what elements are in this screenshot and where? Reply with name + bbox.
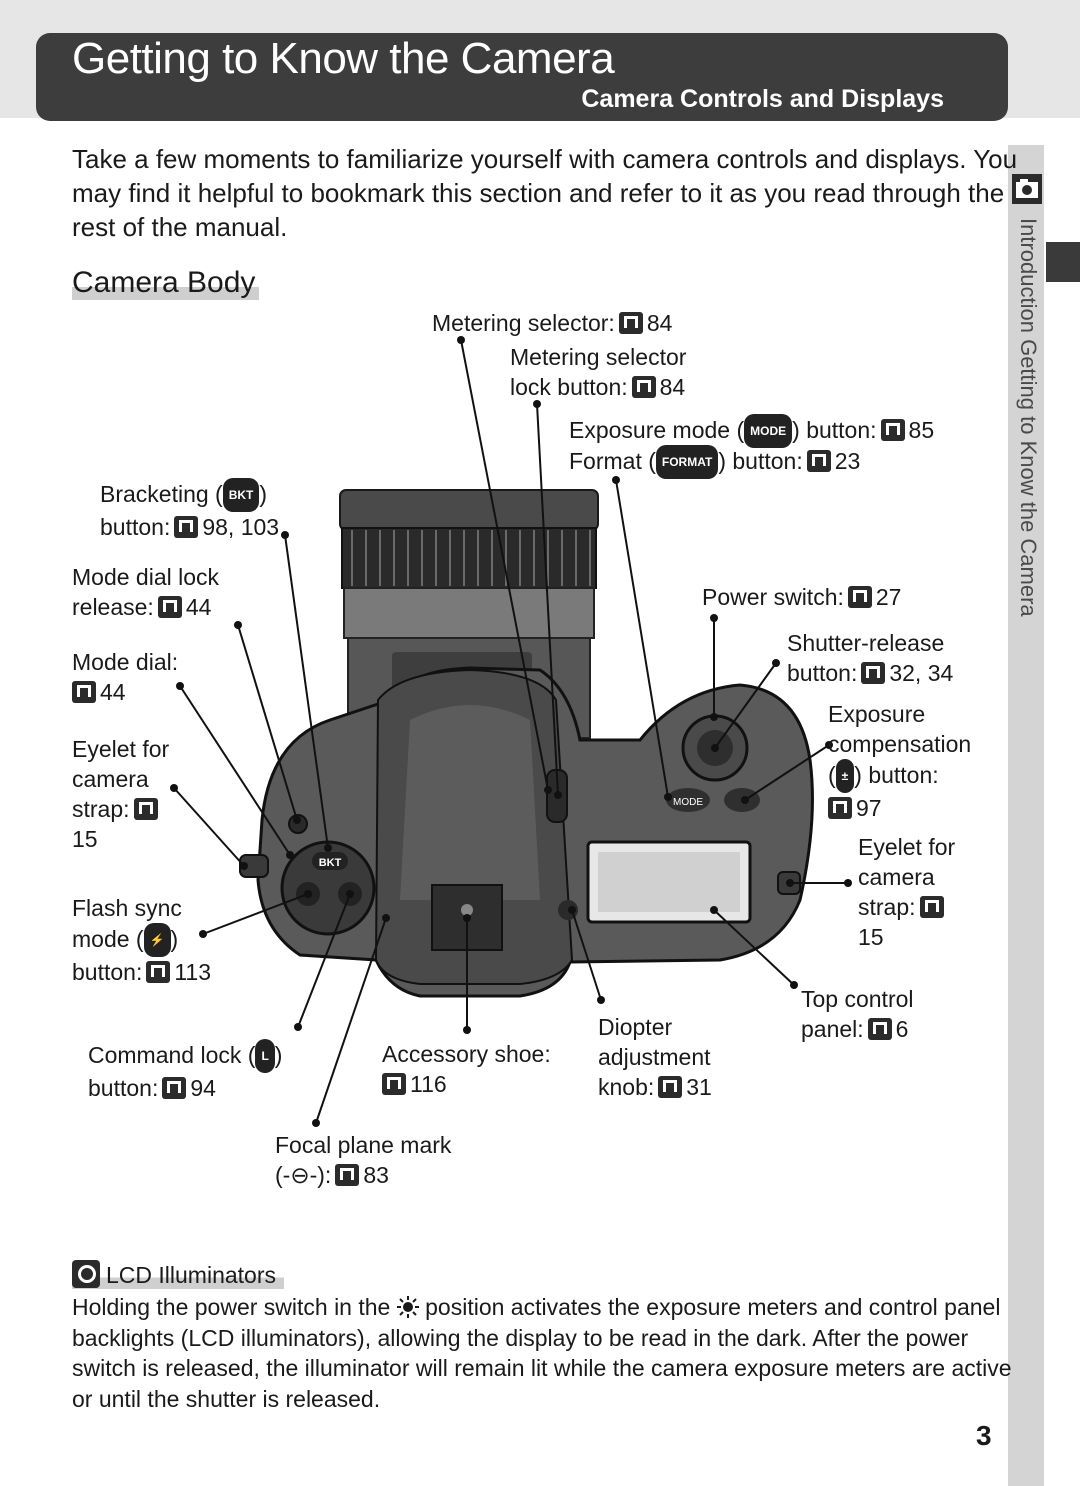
page-subtitle: Camera Controls and Displays bbox=[581, 85, 944, 113]
label-format: Format (FORMAT) button:23 bbox=[569, 445, 860, 479]
label-command-lock: Command lock (L) button:94 bbox=[88, 1039, 282, 1103]
format-badge: FORMAT bbox=[655, 445, 719, 479]
light-bulb-icon bbox=[396, 1296, 419, 1318]
label-mode-dial-lock: Mode dial lock release:44 bbox=[72, 564, 220, 620]
label-flash-sync: Flash sync mode (⚡) button:113 bbox=[72, 895, 212, 985]
label-eyelet-right: Eyelet for camera strap: 15 bbox=[858, 834, 956, 950]
tip-body: Holding the power switch in the position… bbox=[72, 1294, 1012, 1412]
label-metering-lock: Metering selector lock button:84 bbox=[510, 344, 687, 400]
page-ref-icon bbox=[828, 797, 852, 819]
page-ref-icon bbox=[618, 312, 643, 334]
label-diopter: Diopter adjustment knob:31 bbox=[598, 1014, 712, 1100]
title-bar bbox=[36, 33, 1008, 121]
side-strip bbox=[1008, 145, 1044, 1486]
page-ref-icon bbox=[631, 376, 656, 398]
mode-badge: MODE bbox=[744, 414, 793, 448]
label-shutter-release: Shutter-release button:32, 34 bbox=[787, 630, 954, 686]
page-ref-icon bbox=[335, 1164, 360, 1186]
chapter-tab bbox=[1046, 242, 1080, 282]
page-ref-icon bbox=[867, 1018, 892, 1040]
page-ref-icon bbox=[157, 596, 182, 618]
svg-text:BKT: BKT bbox=[319, 857, 342, 869]
page-number: 3 bbox=[976, 1420, 992, 1451]
section-heading: Camera Body bbox=[72, 266, 260, 300]
camera-icon bbox=[1012, 174, 1042, 204]
page-ref-icon bbox=[919, 896, 944, 918]
tip-heading: LCD Illuminators bbox=[72, 1260, 284, 1289]
bkt-badge: BKT bbox=[222, 478, 260, 512]
label-mode-dial: Mode dial: 44 bbox=[72, 649, 179, 705]
page-ref-icon bbox=[146, 961, 171, 983]
label-exposure-mode: Exposure mode (MODE) button:85 bbox=[569, 414, 934, 448]
page-ref-icon bbox=[133, 798, 158, 820]
page-ref-icon bbox=[174, 516, 199, 538]
page-title: Getting to Know the Camera bbox=[72, 34, 615, 83]
label-exposure-compensation: Exposure compensation (±) button: 97 bbox=[828, 701, 972, 821]
label-metering-selector: Metering selector:84 bbox=[432, 310, 673, 336]
exposure-comp-badge: ± bbox=[835, 759, 855, 793]
label-focal-plane: Focal plane mark (-⊖-):83 bbox=[275, 1132, 452, 1188]
label-eyelet-left: Eyelet for camera strap: 15 bbox=[72, 736, 170, 852]
label-power-switch: Power switch:27 bbox=[702, 584, 902, 610]
label-accessory-shoe: Accessory shoe: 116 bbox=[382, 1041, 551, 1097]
lock-badge: L bbox=[255, 1039, 275, 1073]
flash-icon: ⚡ bbox=[143, 923, 171, 957]
page-ref-icon bbox=[880, 419, 905, 441]
side-chapter-label: Introduction Getting to Know the Camera bbox=[1016, 218, 1041, 617]
page-ref-icon bbox=[847, 586, 872, 608]
page-ref-icon bbox=[162, 1077, 187, 1099]
page-ref-icon bbox=[72, 681, 96, 703]
page-ref-icon bbox=[806, 450, 831, 472]
page-ref-icon bbox=[382, 1073, 406, 1095]
intro-paragraph: Take a few moments to familiarize yourse… bbox=[72, 144, 1018, 242]
svg-text:MODE: MODE bbox=[673, 797, 703, 808]
tip-icon bbox=[72, 1260, 100, 1288]
label-bracketing: Bracketing (BKT) button:98, 103 bbox=[100, 478, 279, 542]
page-ref-icon bbox=[861, 662, 886, 684]
page-ref-icon bbox=[658, 1076, 683, 1098]
label-top-panel: Top control panel:6 bbox=[801, 986, 914, 1042]
